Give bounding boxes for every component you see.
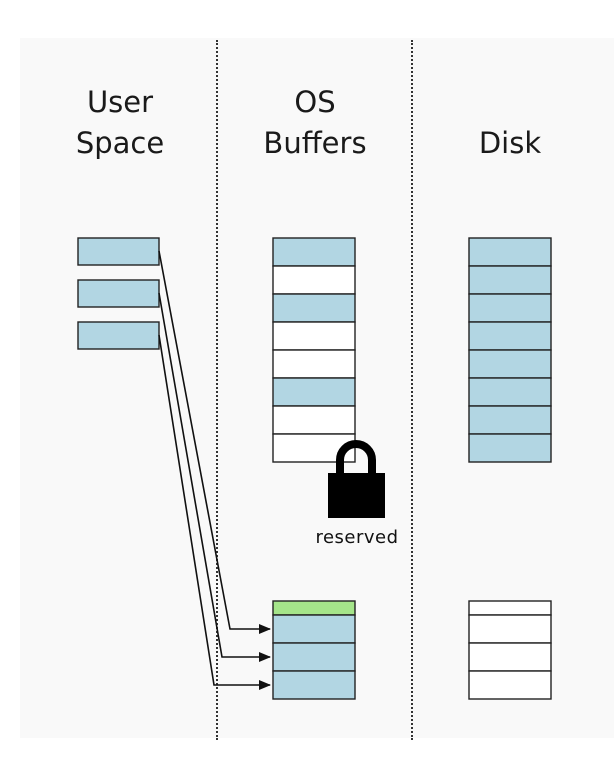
lock-icon — [328, 440, 385, 518]
os-buffer-lower-block-1 — [272, 614, 356, 644]
disk-block-lower-2 — [468, 614, 552, 644]
user-space-title: User Space — [35, 82, 205, 164]
disk-block-7 — [468, 405, 552, 435]
reserved-label: reserved — [315, 527, 399, 548]
disk-block-lower-3 — [468, 642, 552, 672]
disk-block-5 — [468, 349, 552, 379]
os-buffer-block-6 — [272, 377, 356, 407]
user-space-title-line1: User — [86, 85, 154, 119]
user-space-title-line2: Space — [75, 126, 165, 160]
copy-arrow-3 — [158, 334, 271, 690]
user-space-block-2 — [77, 279, 160, 308]
copy-arrow-2 — [158, 292, 271, 662]
disk-block-2 — [468, 265, 552, 295]
os-buffers-title-line1: OS — [294, 85, 336, 119]
disk-blocks-upper — [468, 237, 552, 463]
disk-blocks-lower — [468, 600, 552, 700]
os-buffer-block-5 — [272, 349, 356, 379]
os-buffer-blocks-upper — [272, 237, 356, 463]
os-buffer-lower-block-3 — [272, 670, 356, 700]
copy-arrow-1 — [158, 250, 271, 634]
os-buffer-reserved-strip — [272, 600, 356, 616]
column-divider-1 — [216, 40, 218, 740]
disk-block-4 — [468, 321, 552, 351]
disk-block-1 — [468, 237, 552, 267]
os-buffer-block-2 — [272, 265, 356, 295]
user-space-block-3 — [77, 321, 160, 350]
disk-title-line1: Disk — [478, 126, 542, 160]
user-space-block-1 — [77, 237, 160, 266]
os-buffer-blocks-lower — [272, 600, 356, 700]
os-buffers-title-line2: Buffers — [263, 126, 367, 160]
os-buffer-block-7 — [272, 405, 356, 435]
disk-block-3 — [468, 293, 552, 323]
os-buffer-block-1 — [272, 237, 356, 267]
disk-block-6 — [468, 377, 552, 407]
os-buffers-title: OS Buffers — [230, 82, 400, 164]
disk-block-lower-4 — [468, 670, 552, 700]
disk-block-lower-1 — [468, 600, 552, 616]
disk-block-8 — [468, 433, 552, 463]
os-buffer-block-3 — [272, 293, 356, 323]
column-divider-2 — [411, 40, 413, 740]
disk-title: Disk — [425, 123, 595, 164]
user-space-blocks — [77, 237, 160, 350]
copy-arrows — [158, 250, 271, 690]
os-buffer-block-4 — [272, 321, 356, 351]
os-buffer-lower-block-2 — [272, 642, 356, 672]
